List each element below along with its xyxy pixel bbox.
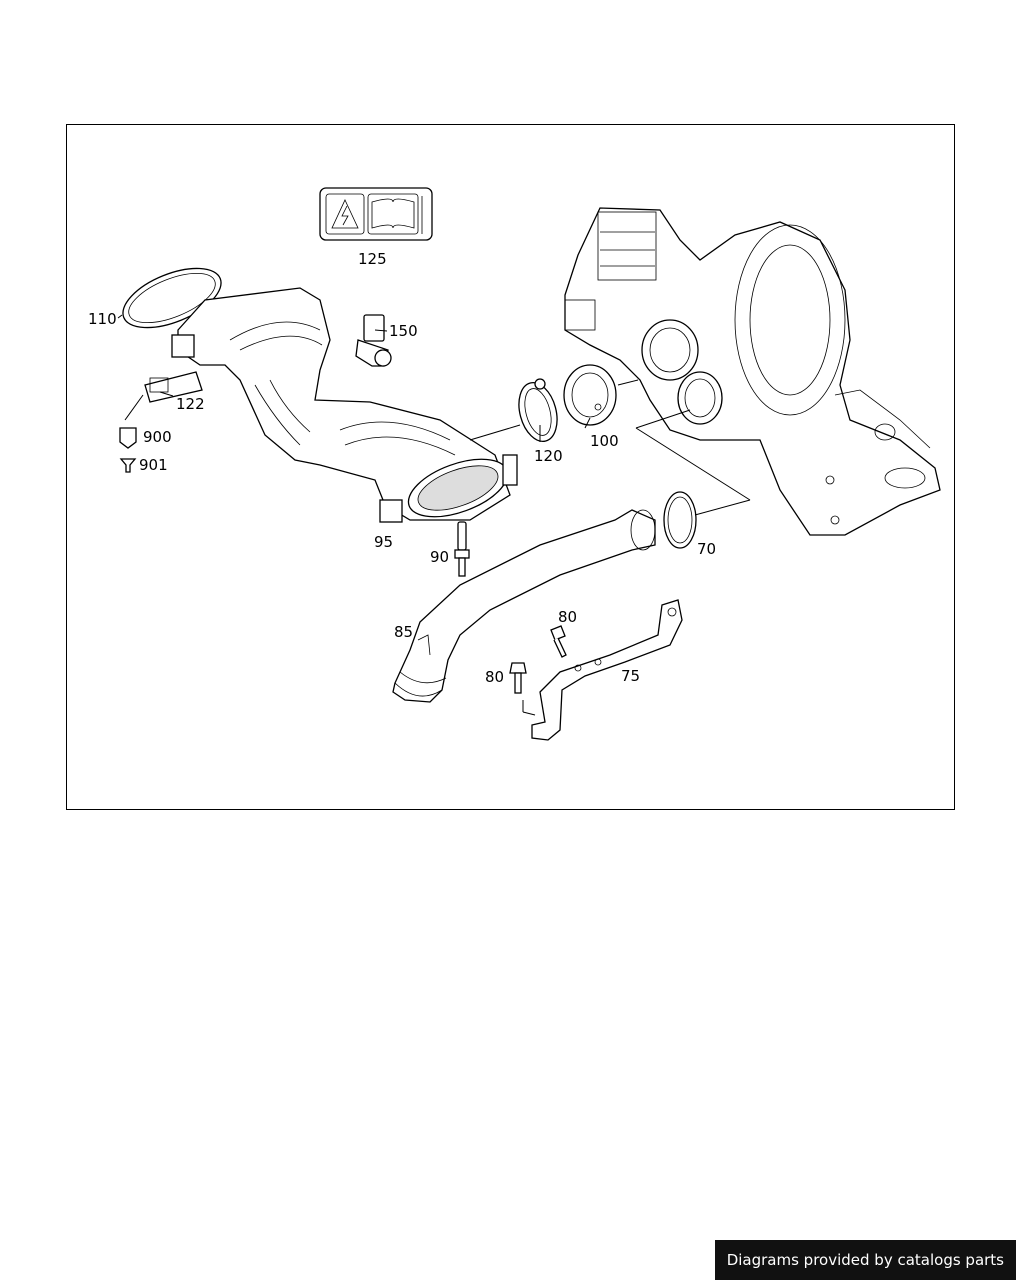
callout-90: 90	[430, 548, 449, 566]
callout-120: 120	[534, 447, 563, 465]
part-70-seal-ring[interactable]	[663, 491, 697, 549]
callout-70: 70	[697, 540, 716, 558]
callout-80-lower: 80	[485, 668, 504, 686]
callout-80-upper: 80	[558, 608, 577, 626]
part-90-stud[interactable]	[454, 521, 470, 577]
callout-110: 110	[88, 310, 117, 328]
part-75-bracket[interactable]	[531, 599, 683, 741]
part-85-pipe[interactable]	[392, 509, 656, 703]
credit-banner: Diagrams provided by catalogs parts	[714, 1240, 1016, 1280]
part-122-maf-sensor[interactable]	[144, 371, 203, 403]
part-80-bolt-lower[interactable]	[509, 662, 527, 694]
part-125-warning-label[interactable]	[319, 187, 433, 241]
part-95-intake-duct[interactable]	[171, 287, 518, 528]
callouts: 125 110 150 122 900 901 120 100 95 90 70…	[88, 250, 716, 686]
part-901[interactable]	[119, 458, 137, 473]
callout-901: 901	[139, 456, 168, 474]
part-turbocharger[interactable]	[564, 207, 941, 536]
callout-75: 75	[621, 667, 640, 685]
part-80-bolt-upper[interactable]	[550, 625, 567, 658]
callout-122: 122	[176, 395, 205, 413]
callout-100: 100	[590, 432, 619, 450]
callout-85: 85	[394, 623, 413, 641]
part-150-sensor[interactable]	[355, 314, 392, 367]
callout-125: 125	[358, 250, 387, 268]
leader-lines	[117, 314, 751, 716]
part-110-seal-ring[interactable]	[115, 256, 229, 339]
credit-text: Diagrams provided by catalogs parts	[726, 1251, 1004, 1269]
part-100-sleeve[interactable]	[563, 364, 617, 426]
callout-150: 150	[389, 322, 418, 340]
callout-900: 900	[143, 428, 172, 446]
part-120-hose-clamp[interactable]	[513, 378, 563, 445]
part-900[interactable]	[119, 427, 137, 449]
callout-95: 95	[374, 533, 393, 551]
